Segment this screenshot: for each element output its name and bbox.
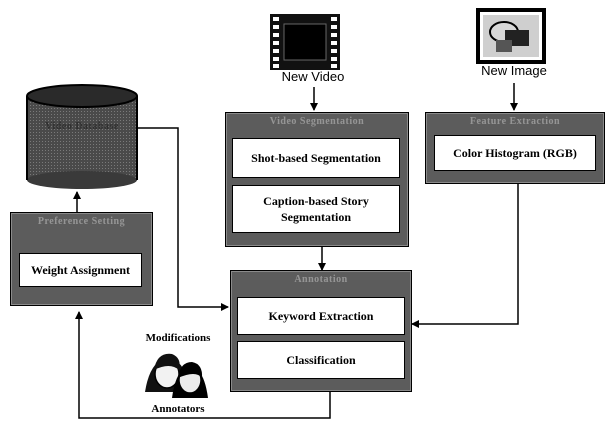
feature-extraction-panel: Feature Extraction Color Histogram (RGB) <box>425 112 605 184</box>
caption-segmentation-line2: Segmentation <box>281 210 351 224</box>
annotation-title: Annotation <box>294 274 348 285</box>
video-segmentation-panel: Video Segmentation Shot-based Segmentati… <box>225 112 409 247</box>
annotators-label: Annotators <box>151 403 205 415</box>
annotators-icon <box>145 353 208 398</box>
database-title: Video Database <box>45 121 119 132</box>
classification-box: Classification <box>237 341 405 379</box>
caption-segmentation-box: Caption-based Story Segmentation <box>232 185 400 233</box>
database-cylinder-icon <box>26 84 138 189</box>
preference-setting-title: Preference Setting <box>37 216 126 227</box>
image-icon <box>476 8 546 64</box>
new-image-label: New Image <box>481 63 547 78</box>
video-segmentation-title: Video Segmentation <box>269 116 365 127</box>
new-video-label: New Video <box>281 69 345 84</box>
keyword-extraction-box: Keyword Extraction <box>237 297 405 335</box>
color-histogram-box: Color Histogram (RGB) <box>434 135 596 171</box>
caption-segmentation-line1: Caption-based Story <box>263 194 369 208</box>
weight-assignment-box: Weight Assignment <box>19 253 142 287</box>
arrow-feature-to-keyword <box>411 183 519 328</box>
feature-extraction-title: Feature Extraction <box>469 116 561 127</box>
shot-segmentation-box: Shot-based Segmentation <box>232 138 400 178</box>
arrow-database-to-annotation <box>137 127 229 311</box>
arrow-annotation-feedback-loop <box>75 311 331 419</box>
film-strip-icon <box>270 14 340 70</box>
preference-setting-panel: Preference Setting Weight Assignment <box>10 212 153 306</box>
annotation-panel: Annotation Keyword Extraction Classifica… <box>230 270 412 392</box>
modifications-label: Modifications <box>145 332 211 344</box>
